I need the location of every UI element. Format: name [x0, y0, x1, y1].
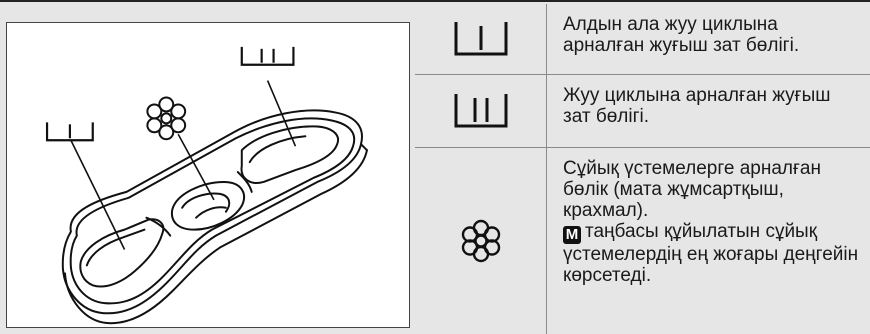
flower-icon: [415, 148, 546, 334]
legend-table: Алдын ала жуу циклына арналған жуғыш зат…: [415, 4, 870, 334]
flower-label-icon: [146, 96, 187, 141]
prewash-description: Алдын ала жуу циклына арналған жуғыш зат…: [563, 14, 800, 56]
compartment-I-icon: [415, 4, 546, 74]
detergent-drawer-illustration: [45, 46, 368, 325]
legend-text-prewash: Алдын ала жуу циклына арналған жуғыш зат…: [546, 4, 870, 74]
legend-text-wash: Жуу циклына арналған жуғыш зат бөлігі.: [546, 75, 870, 147]
legend-row-wash: Жуу циклына арналған жуғыш зат бөлігі.: [415, 75, 870, 148]
wash-description: Жуу циклына арналған жуғыш зат бөлігі.: [563, 85, 831, 127]
max-level-m-icon: M: [563, 226, 581, 244]
detergent-drawer-figure: [6, 22, 410, 328]
legend-row-prewash: Алдын ала жуу циклына арналған жуғыш зат…: [415, 4, 870, 75]
compartment-II-icon: [415, 75, 546, 147]
label-II-icon: [240, 46, 295, 66]
max-level-text: таңбасы құйылатын сұйық үстемелердің ең …: [563, 221, 859, 286]
legend-row-additives: Сұйық үстемелерге арналған бөлік (мата ж…: [415, 148, 870, 334]
additives-description: Сұйық үстемелерге арналған бөлік (мата ж…: [563, 158, 821, 221]
top-rule: [0, 0, 870, 2]
label-I-icon: [45, 122, 94, 142]
legend-text-additives: Сұйық үстемелерге арналған бөлік (мата ж…: [546, 148, 870, 334]
